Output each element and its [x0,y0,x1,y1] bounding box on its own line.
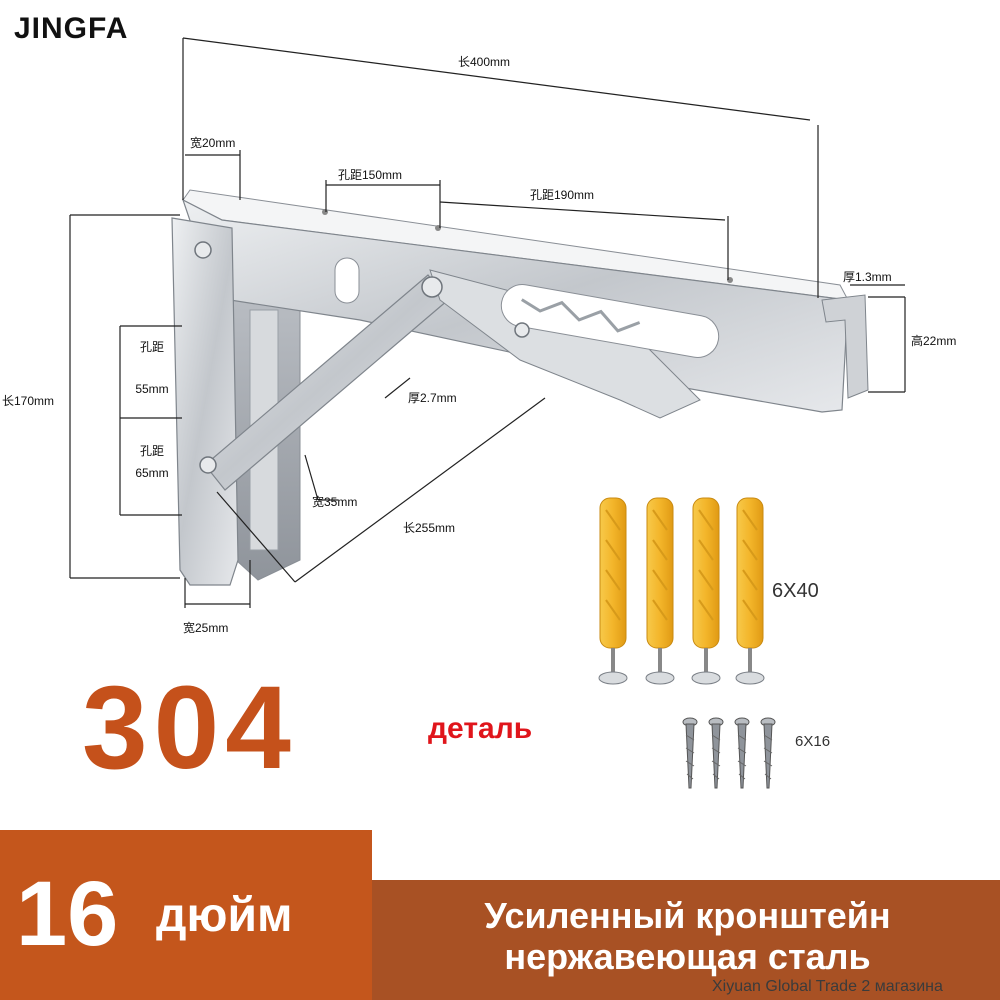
material-grade: 304 [82,662,297,794]
screw-size-label: 6X16 [795,733,831,750]
screw-1 [682,717,698,789]
size-number: 16 [16,863,119,965]
product-description: Усиленный кронштейн нержавеющая сталь [380,895,995,978]
anchor-2 [645,497,675,685]
dim-width-20: 宽20mm [190,136,236,150]
screws [682,717,776,789]
dim-thickness-1-3: 厚1.3mm [843,270,892,284]
dim-length-400: 长400mm [458,55,511,69]
dim-hole-150: 孔距150mm [338,168,403,182]
description-line-1: Усиленный кронштейн [484,895,891,936]
screw-3 [734,717,750,789]
screw-4 [760,717,776,789]
anchor-4 [735,497,765,685]
anchor-size-label: 6X40 [772,580,819,602]
dim-length-170: 长170mm [2,394,55,408]
detail-label: деталь [428,712,533,745]
dim-width-35: 宽35mm [312,495,358,509]
dim-hole-65-value: 65mm [135,466,169,480]
dim-thickness-2-7: 厚2.7mm [408,391,457,405]
anchor-3 [691,497,721,685]
size-unit: дюйм [156,889,293,942]
screw-2 [708,717,724,789]
dim-height-22: 高22mm [911,334,957,348]
description-banner [372,880,1000,1000]
store-watermark: Xiyuan Global Trade 2 магазина [712,978,943,995]
wall-anchors [598,497,765,685]
dim-hole-55-value: 55mm [135,382,169,396]
dim-hole-55-label: 孔距 [139,340,164,354]
size-banner [0,830,372,1000]
brand-logo: JINGFA [14,12,129,45]
dim-length-255: 长255mm [403,521,456,535]
description-line-2: нержавеющая сталь [504,936,871,978]
dim-width-25: 宽25mm [183,621,229,635]
dimension-lines [69,37,906,608]
dim-hole-190: 孔距190mm [530,188,595,202]
dim-hole-65-label: 孔距 [139,444,164,458]
folding-bracket [171,189,869,586]
anchor-1 [598,497,628,685]
